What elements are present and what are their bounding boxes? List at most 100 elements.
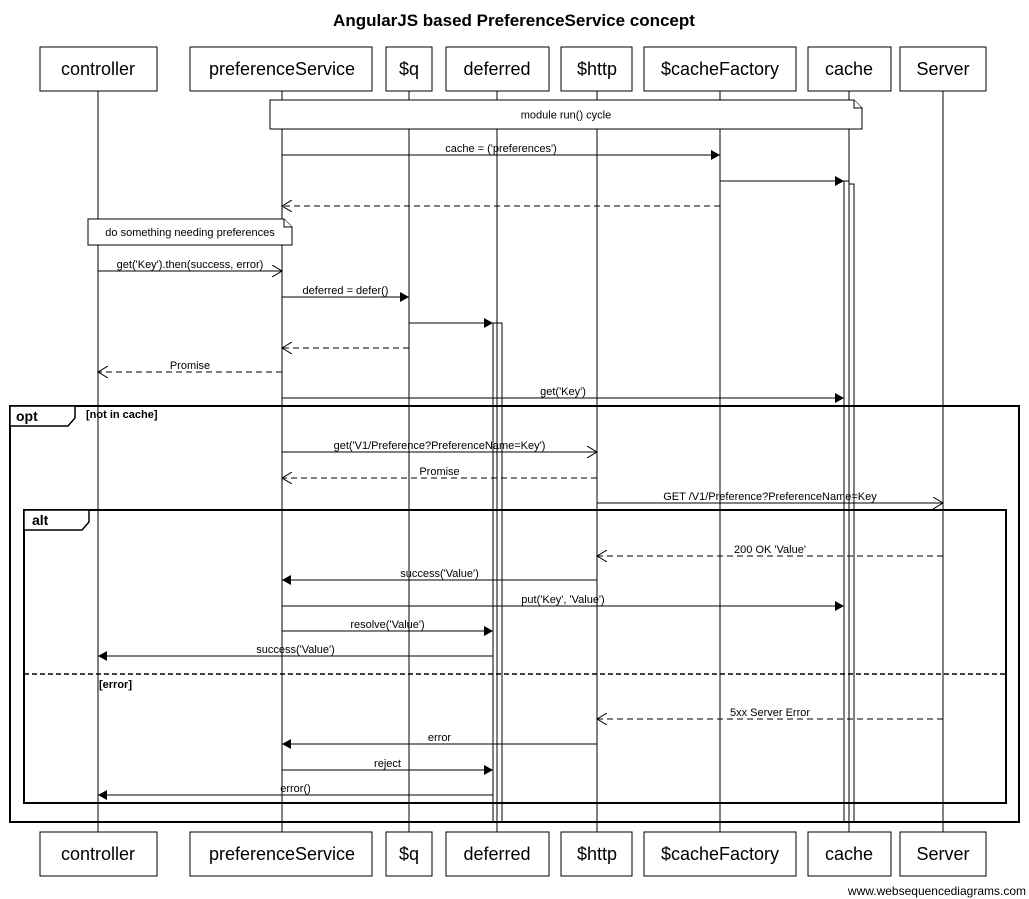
message-8: Promise <box>98 360 282 372</box>
message-label: reject <box>374 758 401 770</box>
message-13: 200 OK 'Value' <box>597 544 943 556</box>
message-label: get('Key').then(success, error) <box>117 259 264 271</box>
participant-box <box>445 831 550 877</box>
fragment-opt: opt[not in cache] <box>9 405 1020 823</box>
participant-cache-top: cache <box>807 46 892 92</box>
fragment-alt-else-guard: [error] <box>99 679 132 691</box>
fragment-opt-border <box>9 405 1020 823</box>
participant-box <box>385 46 433 92</box>
fragment-alt: alt[error] <box>23 509 1007 804</box>
notes: module run() cycle do something needing p… <box>87 99 863 246</box>
note-label: module run() cycle <box>521 110 611 122</box>
message-label: 5xx Server Error <box>730 707 810 719</box>
participant-box <box>39 831 158 877</box>
fragment-alt-border <box>23 509 1007 804</box>
message-label: 200 OK 'Value' <box>734 544 806 556</box>
participant-label: $q <box>399 844 419 864</box>
message-19: error <box>282 732 597 749</box>
message-label: cache = ('preferences') <box>445 143 557 155</box>
message-label: success('Value') <box>400 568 479 580</box>
message-label: GET /V1/Preference?PreferenceName=Key <box>663 491 877 503</box>
participant-label: Server <box>916 59 969 79</box>
participant-cacheFactory-bottom: $cacheFactory <box>643 831 797 877</box>
participant-feet: controller preferenceService $q deferred $ht… <box>39 831 987 877</box>
message-15: put('Key', 'Value') <box>282 594 844 611</box>
participant-deferred-top: deferred <box>445 46 550 92</box>
message-20: reject <box>282 758 493 775</box>
participant-preferenceService-bottom: preferenceService <box>189 831 373 877</box>
participant-label: $http <box>577 59 617 79</box>
message-label: Promise <box>419 466 459 478</box>
message-label: error <box>428 732 452 744</box>
message-1: cache = ('preferences') <box>282 143 720 160</box>
participant-q-top: $q <box>385 46 433 92</box>
participant-label: deferred <box>463 844 530 864</box>
participant-box <box>899 831 987 877</box>
message-label: success('Value') <box>256 644 335 656</box>
participant-heads: controller preferenceService $q deferred $ht… <box>39 46 987 92</box>
participant-label: controller <box>61 844 135 864</box>
message-label: get('V1/Preference?PreferenceName=Key') <box>334 440 546 452</box>
note-corner <box>853 100 862 109</box>
combined-fragments: opt[not in cache]alt[error] <box>9 405 1020 823</box>
participant-label: $cacheFactory <box>661 844 779 864</box>
participant-controller-bottom: controller <box>39 831 158 877</box>
participant-label: preferenceService <box>209 844 355 864</box>
participant-server-top: Server <box>899 46 987 92</box>
participant-label: controller <box>61 59 135 79</box>
participant-label: $q <box>399 59 419 79</box>
participant-box <box>560 46 633 92</box>
message-17: success('Value') <box>98 644 493 661</box>
participant-cache-bottom: cache <box>807 831 892 877</box>
participant-cacheFactory-top: $cacheFactory <box>643 46 797 92</box>
participant-box <box>807 831 892 877</box>
message-label: error() <box>280 783 311 795</box>
participant-server-bottom: Server <box>899 831 987 877</box>
note-box <box>269 99 863 130</box>
participant-q-bottom: $q <box>385 831 433 877</box>
participant-controller-top: controller <box>39 46 158 92</box>
participant-label: preferenceService <box>209 59 355 79</box>
lifelines <box>97 91 944 832</box>
participant-label: cache <box>825 844 873 864</box>
note-2: do something needing preferences <box>87 218 293 246</box>
fragment-alt-tab <box>23 509 90 531</box>
participant-deferred-bottom: deferred <box>445 831 550 877</box>
message-label: get('Key') <box>540 386 586 398</box>
participant-box <box>899 46 987 92</box>
diagram-title: AngularJS based PreferenceService concep… <box>333 11 695 30</box>
message-label: deferred = defer() <box>303 285 389 297</box>
messages: cache = ('preferences') get('Key').then(s… <box>98 143 943 800</box>
participant-label: deferred <box>463 59 530 79</box>
message-14: success('Value') <box>282 568 597 585</box>
message-label: Promise <box>170 360 210 372</box>
participant-box <box>39 46 158 92</box>
fragment-opt-keyword: opt <box>16 408 38 424</box>
fragment-opt-tab <box>9 405 76 427</box>
message-9: get('Key') <box>282 386 844 403</box>
participant-label: $cacheFactory <box>661 59 779 79</box>
participant-http-top: $http <box>560 46 633 92</box>
message-18: 5xx Server Error <box>597 707 943 719</box>
message-4: get('Key').then(success, error) <box>98 259 282 271</box>
message-12: GET /V1/Preference?PreferenceName=Key <box>597 491 943 503</box>
participant-http-bottom: $http <box>560 831 633 877</box>
note-corner <box>283 219 292 228</box>
message-21: error() <box>98 783 493 800</box>
participant-preferenceService-top: preferenceService <box>189 46 373 92</box>
participant-box <box>643 831 797 877</box>
participant-box <box>560 831 633 877</box>
participant-box <box>385 831 433 877</box>
message-10: get('V1/Preference?PreferenceName=Key') <box>282 440 597 452</box>
participant-label: Server <box>916 844 969 864</box>
message-11: Promise <box>282 466 597 478</box>
watermark-text: www.websequencediagrams.com <box>847 884 1026 898</box>
participant-box <box>189 46 373 92</box>
participant-box <box>643 46 797 92</box>
message-5: deferred = defer() <box>282 285 409 302</box>
note-1: module run() cycle <box>269 99 863 130</box>
participant-label: $http <box>577 844 617 864</box>
participant-box <box>189 831 373 877</box>
message-16: resolve('Value') <box>282 619 493 636</box>
